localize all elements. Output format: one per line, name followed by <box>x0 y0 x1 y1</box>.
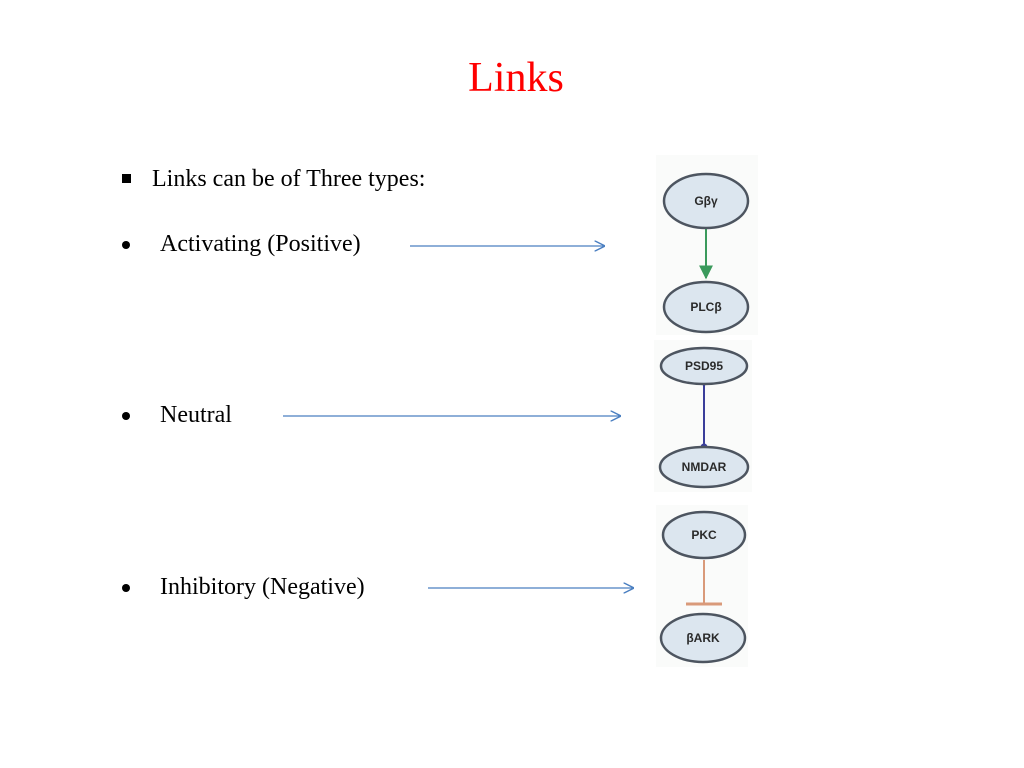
node-psd95 <box>659 346 749 386</box>
node-nmdar <box>658 445 750 489</box>
square-bullet-icon <box>122 174 131 183</box>
node-label-gbg: Gβγ <box>694 194 718 208</box>
activating-pair: Gβγ PLCβ <box>656 155 758 335</box>
inhibitory-pair: PKC βARK <box>656 505 748 667</box>
node-bark <box>659 612 747 664</box>
node-gbg <box>662 172 750 230</box>
bullet-dot-icon <box>122 241 130 249</box>
bullet-inhibitory: Inhibitory (Negative) <box>160 574 365 600</box>
neutral-pair: PSD95 NMDAR <box>654 340 752 492</box>
node-label-psd95: PSD95 <box>685 359 723 373</box>
node-label-nmdar: NMDAR <box>682 460 727 474</box>
node-plcb <box>662 280 750 334</box>
node-label-plcb: PLCβ <box>690 300 721 314</box>
bullet-neutral: Neutral <box>160 402 232 428</box>
node-label-pkc: PKC <box>691 528 717 542</box>
slide-title: Links <box>468 55 564 101</box>
bullet-dot-icon <box>122 584 130 592</box>
bullet-activating: Activating (Positive) <box>160 231 361 257</box>
node-pkc <box>661 510 747 560</box>
intro-text: Links can be of Three types: <box>152 166 426 192</box>
node-label-bark: βARK <box>686 631 720 645</box>
bullet-dot-icon <box>122 412 130 420</box>
